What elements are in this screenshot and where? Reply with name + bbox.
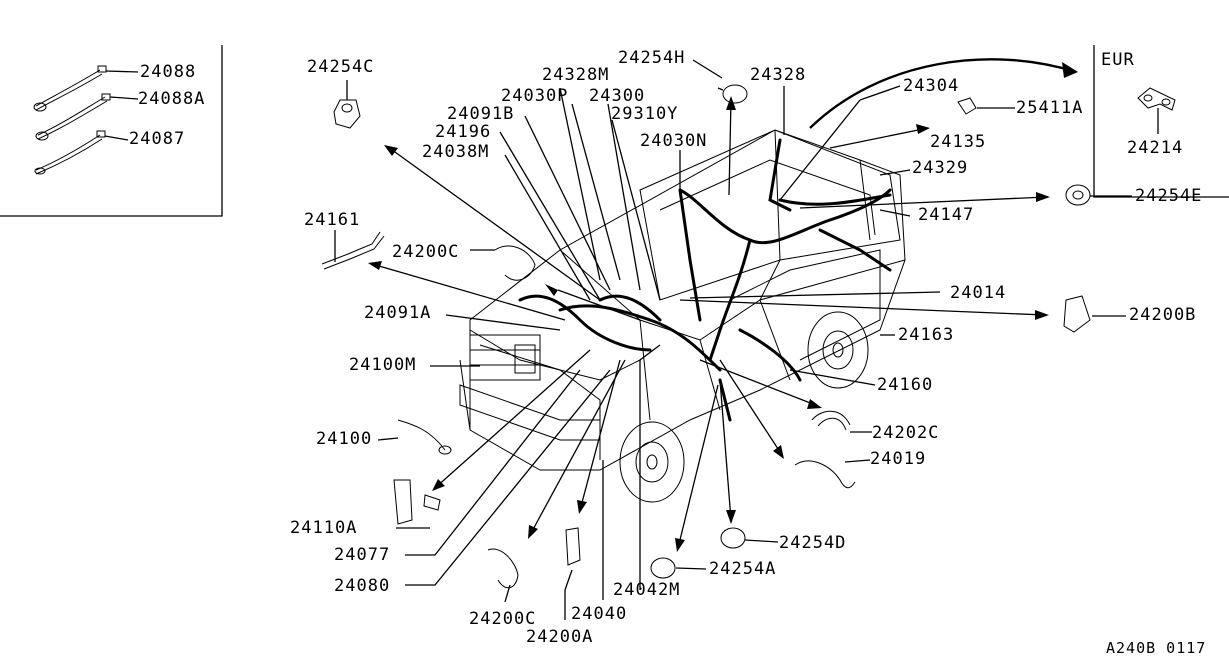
harness-24202C-drawing	[811, 410, 851, 431]
cable-24088-drawing	[33, 65, 139, 112]
part-label-24030N: 24030N	[640, 131, 708, 151]
part-label-24147: 24147	[918, 205, 975, 225]
part-label-24329: 24329	[912, 158, 969, 178]
part-label-24091A: 24091A	[364, 303, 432, 323]
bracket-24214-drawing	[1137, 87, 1176, 134]
part-label-24214: 24214	[1127, 138, 1184, 158]
grommet-24254E-drawing	[1065, 184, 1091, 206]
cable-24088A-drawing	[35, 93, 139, 141]
eur-box	[1093, 45, 1229, 198]
harness-24200C-top-drawing	[494, 245, 536, 281]
part-label-24080: 24080	[334, 576, 391, 596]
part-label-24328M: 24328M	[542, 65, 610, 85]
part-label-24100: 24100	[316, 429, 373, 449]
clip-25411A-drawing	[957, 97, 977, 115]
harness-24100-drawing	[397, 419, 452, 455]
bracket-24200B-drawing	[1063, 295, 1091, 333]
grommet-24254H-drawing	[717, 84, 748, 104]
part-label-24091B: 24091B	[447, 104, 515, 124]
part-label-29310Y: 29310Y	[611, 104, 679, 124]
region-label-eur: EUR	[1101, 50, 1135, 70]
part-label-24100M: 24100M	[349, 355, 417, 375]
part-label-25411A: 25411A	[1016, 98, 1084, 118]
figure-code: A240B 0117	[1106, 639, 1207, 657]
part-label-24110A: 24110A	[290, 518, 358, 538]
part-label-24254H: 24254H	[618, 48, 686, 68]
harness-24019-drawing	[794, 460, 856, 489]
grommet-24254A-drawing	[650, 557, 676, 579]
part-label-24200A: 24200A	[526, 627, 594, 647]
part-label-24200B: 24200B	[1129, 305, 1197, 325]
part-label-24161: 24161	[304, 210, 361, 230]
part-label-24254D: 24254D	[779, 533, 847, 553]
part-label-24254C: 24254C	[307, 57, 375, 77]
vehicle-body	[459, 129, 906, 503]
leader-lines	[334, 59, 1132, 620]
part-label-24038M: 24038M	[422, 142, 490, 162]
part-label-24030P: 24030P	[501, 86, 569, 106]
part-label-24160: 24160	[877, 375, 934, 395]
grommet-24254C-drawing	[333, 99, 361, 129]
wiring-harnesses	[518, 138, 892, 422]
part-label-24328: 24328	[750, 65, 807, 85]
part-label-24040: 24040	[571, 604, 628, 624]
part-label-24254E: 24254E	[1135, 186, 1203, 206]
part-label-24200C-top: 24200C	[392, 242, 460, 262]
part-label-24088: 24088	[140, 62, 197, 82]
part-label-24196: 24196	[435, 122, 492, 142]
part-label-24254A: 24254A	[709, 559, 777, 579]
part-label-24304: 24304	[903, 76, 960, 96]
cable-24087-drawing	[34, 130, 129, 175]
callout-arrows	[368, 96, 1050, 552]
part-label-24088A: 24088A	[138, 89, 206, 109]
part-label-24077: 24077	[334, 545, 391, 565]
part-label-24042M: 24042M	[613, 580, 681, 600]
grommet-24254D-drawing	[720, 527, 746, 549]
part-label-24300: 24300	[589, 86, 646, 106]
part-24110A-drawing	[393, 479, 441, 525]
part-label-24200C-bottom: 24200C	[469, 609, 537, 629]
harness-24200C-bottom-drawing	[487, 548, 519, 589]
part-label-24202C: 24202C	[872, 423, 940, 443]
part-label-24163: 24163	[898, 325, 955, 345]
part-label-24014: 24014	[950, 283, 1007, 303]
part-label-24135: 24135	[930, 132, 987, 152]
part-label-24019: 24019	[870, 449, 927, 469]
part-24200A-drawing	[565, 527, 581, 566]
inset-box	[0, 45, 223, 217]
part-label-24087: 24087	[129, 129, 186, 149]
